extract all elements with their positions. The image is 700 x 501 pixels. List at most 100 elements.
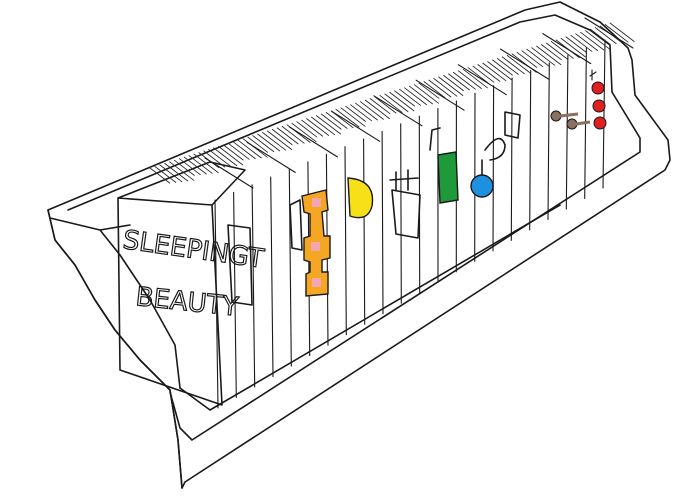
page-edge-line (178, 158, 201, 176)
page-edge-line (428, 79, 452, 98)
green-tab (437, 151, 459, 204)
brown-key-tabs (550, 110, 591, 130)
page-edge-line (315, 115, 342, 135)
book-top-edge (288, 126, 338, 158)
page-edge-line (218, 145, 244, 166)
page-edge-line (320, 113, 342, 130)
page-edge-line (462, 68, 488, 89)
book-top-edge (584, 17, 634, 49)
page-edge-line (281, 125, 305, 144)
page-edge-line (589, 28, 611, 45)
page-edge-line (423, 81, 446, 99)
book-spine (400, 123, 402, 304)
page-edge-line (536, 45, 562, 66)
book-spine (270, 176, 274, 378)
book-spine (381, 130, 384, 315)
page-edge-line (467, 67, 489, 84)
page-edge-line (418, 82, 440, 99)
page-edge-line (301, 119, 324, 137)
page-edge-line (580, 31, 605, 51)
page-edge-line (149, 167, 171, 184)
book-front-cover: SLEEPINGT BEAUTY (117, 161, 266, 406)
page-edge-line (208, 149, 232, 167)
page-edge-line (545, 42, 568, 60)
page-edge-line (496, 58, 519, 75)
page-edge-line (364, 99, 390, 120)
page-edge-line (408, 85, 433, 105)
cover-title-line-2: BEAUTY (134, 282, 240, 323)
page-edge-line (438, 76, 464, 96)
page-edge-line (335, 108, 360, 128)
page-edge-line (350, 104, 372, 122)
page-edge-line (389, 91, 415, 112)
page-edge-line (379, 95, 403, 113)
page-edge-line (169, 161, 195, 181)
book-top-edge (331, 110, 381, 142)
page-edge-line (565, 36, 587, 53)
page-edge-line (159, 164, 183, 183)
page-edge-line (276, 127, 299, 145)
page-edge-line (355, 102, 378, 121)
page-edge-line (457, 70, 482, 89)
page-edge-line (340, 107, 366, 127)
page-edge-line (399, 88, 421, 106)
page-edge-line (154, 166, 177, 183)
white-tab (289, 199, 303, 251)
page-edge-line (174, 159, 195, 176)
page-edge-line (443, 74, 464, 92)
page-edge-line (384, 93, 409, 113)
page-edge-line (394, 90, 415, 107)
page-edge-line (222, 144, 244, 161)
page-edge-line (325, 112, 348, 129)
book-top-edge (204, 157, 254, 189)
blue-tab (470, 174, 494, 198)
page-edge-line (570, 34, 593, 52)
page-edge-line (452, 71, 476, 90)
page-edge-line (560, 37, 586, 58)
cover-title: SLEEPINGT BEAUTY (120, 225, 266, 324)
page-edge-line (227, 142, 250, 160)
tab-hook (429, 127, 441, 151)
page-edge-line (247, 136, 269, 153)
page-edge-line (594, 27, 617, 45)
tab-bar (395, 169, 409, 191)
page-edge-line (585, 30, 611, 50)
book-spines (214, 39, 606, 409)
white-tab (504, 111, 521, 139)
page-edge-line (291, 122, 317, 143)
page-edge-line (271, 128, 293, 146)
page-edge-line (345, 105, 366, 122)
page-edge-line (374, 96, 397, 114)
page-edge-line (203, 150, 226, 168)
page-edge-line (501, 56, 525, 75)
page-edge-line (404, 87, 427, 106)
page-edge-line (413, 84, 439, 104)
book-top-edge (500, 48, 550, 80)
page-edge-line (237, 139, 262, 159)
book-spine (510, 77, 513, 241)
book-top-edge (246, 141, 296, 173)
page-edge-line (252, 135, 275, 153)
page-edge-line (359, 101, 384, 120)
tab-bar (389, 177, 419, 181)
orange-tab (301, 189, 331, 297)
page-edge-line (232, 141, 256, 160)
book-spine (492, 85, 495, 252)
page-edge-line (183, 156, 207, 175)
page-edge-line (193, 153, 219, 174)
book-top-edge (373, 95, 423, 127)
page-edge-line (604, 24, 629, 43)
book-spine (288, 168, 292, 367)
page-edge-line (526, 48, 550, 67)
page-edge-line (477, 64, 501, 82)
page-edge-line (550, 41, 574, 59)
page-edge-line (609, 22, 635, 42)
book-spine (602, 39, 606, 189)
page-edge-line (188, 155, 213, 174)
book-spine (344, 146, 347, 336)
white-tab (227, 224, 253, 306)
page-edge-line (369, 98, 391, 115)
red-tabs (589, 69, 607, 130)
page-edge-line (213, 147, 238, 167)
